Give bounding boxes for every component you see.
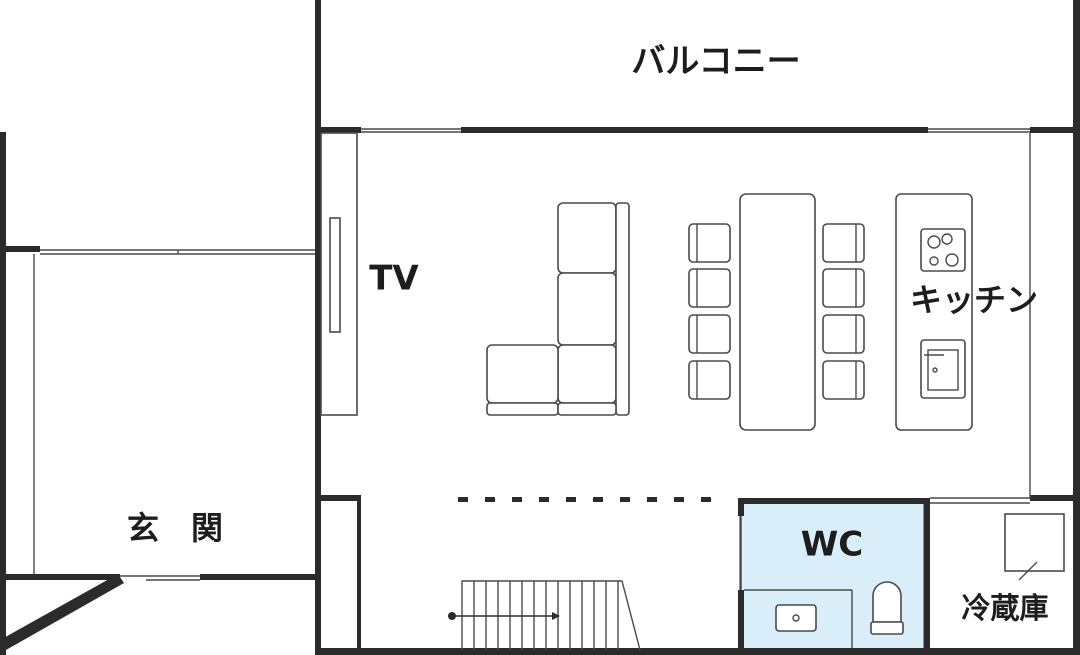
sink-icon	[920, 339, 966, 399]
balcony-label: バルコニー	[631, 42, 800, 82]
chair-icon	[688, 223, 865, 400]
thin-lines	[33, 128, 1031, 590]
room-divider-dashes	[458, 497, 711, 502]
kitchen-label: キッチン	[910, 281, 1038, 319]
tv-unit	[320, 132, 358, 416]
dining-table-icon	[739, 193, 816, 431]
toilet-icon	[870, 581, 904, 635]
sofa-icon	[486, 202, 630, 416]
wc-fixtures	[739, 501, 925, 651]
tv-label: TV	[369, 259, 419, 299]
refrigerator-icon	[1004, 513, 1065, 581]
stairs-icon	[448, 580, 641, 651]
stove-icon	[920, 228, 966, 272]
entrance-label: 玄 関	[127, 509, 223, 547]
wc-label: WC	[801, 525, 863, 565]
fridge-label: 冷蔵庫	[961, 591, 1048, 625]
sink-icon	[775, 604, 817, 632]
